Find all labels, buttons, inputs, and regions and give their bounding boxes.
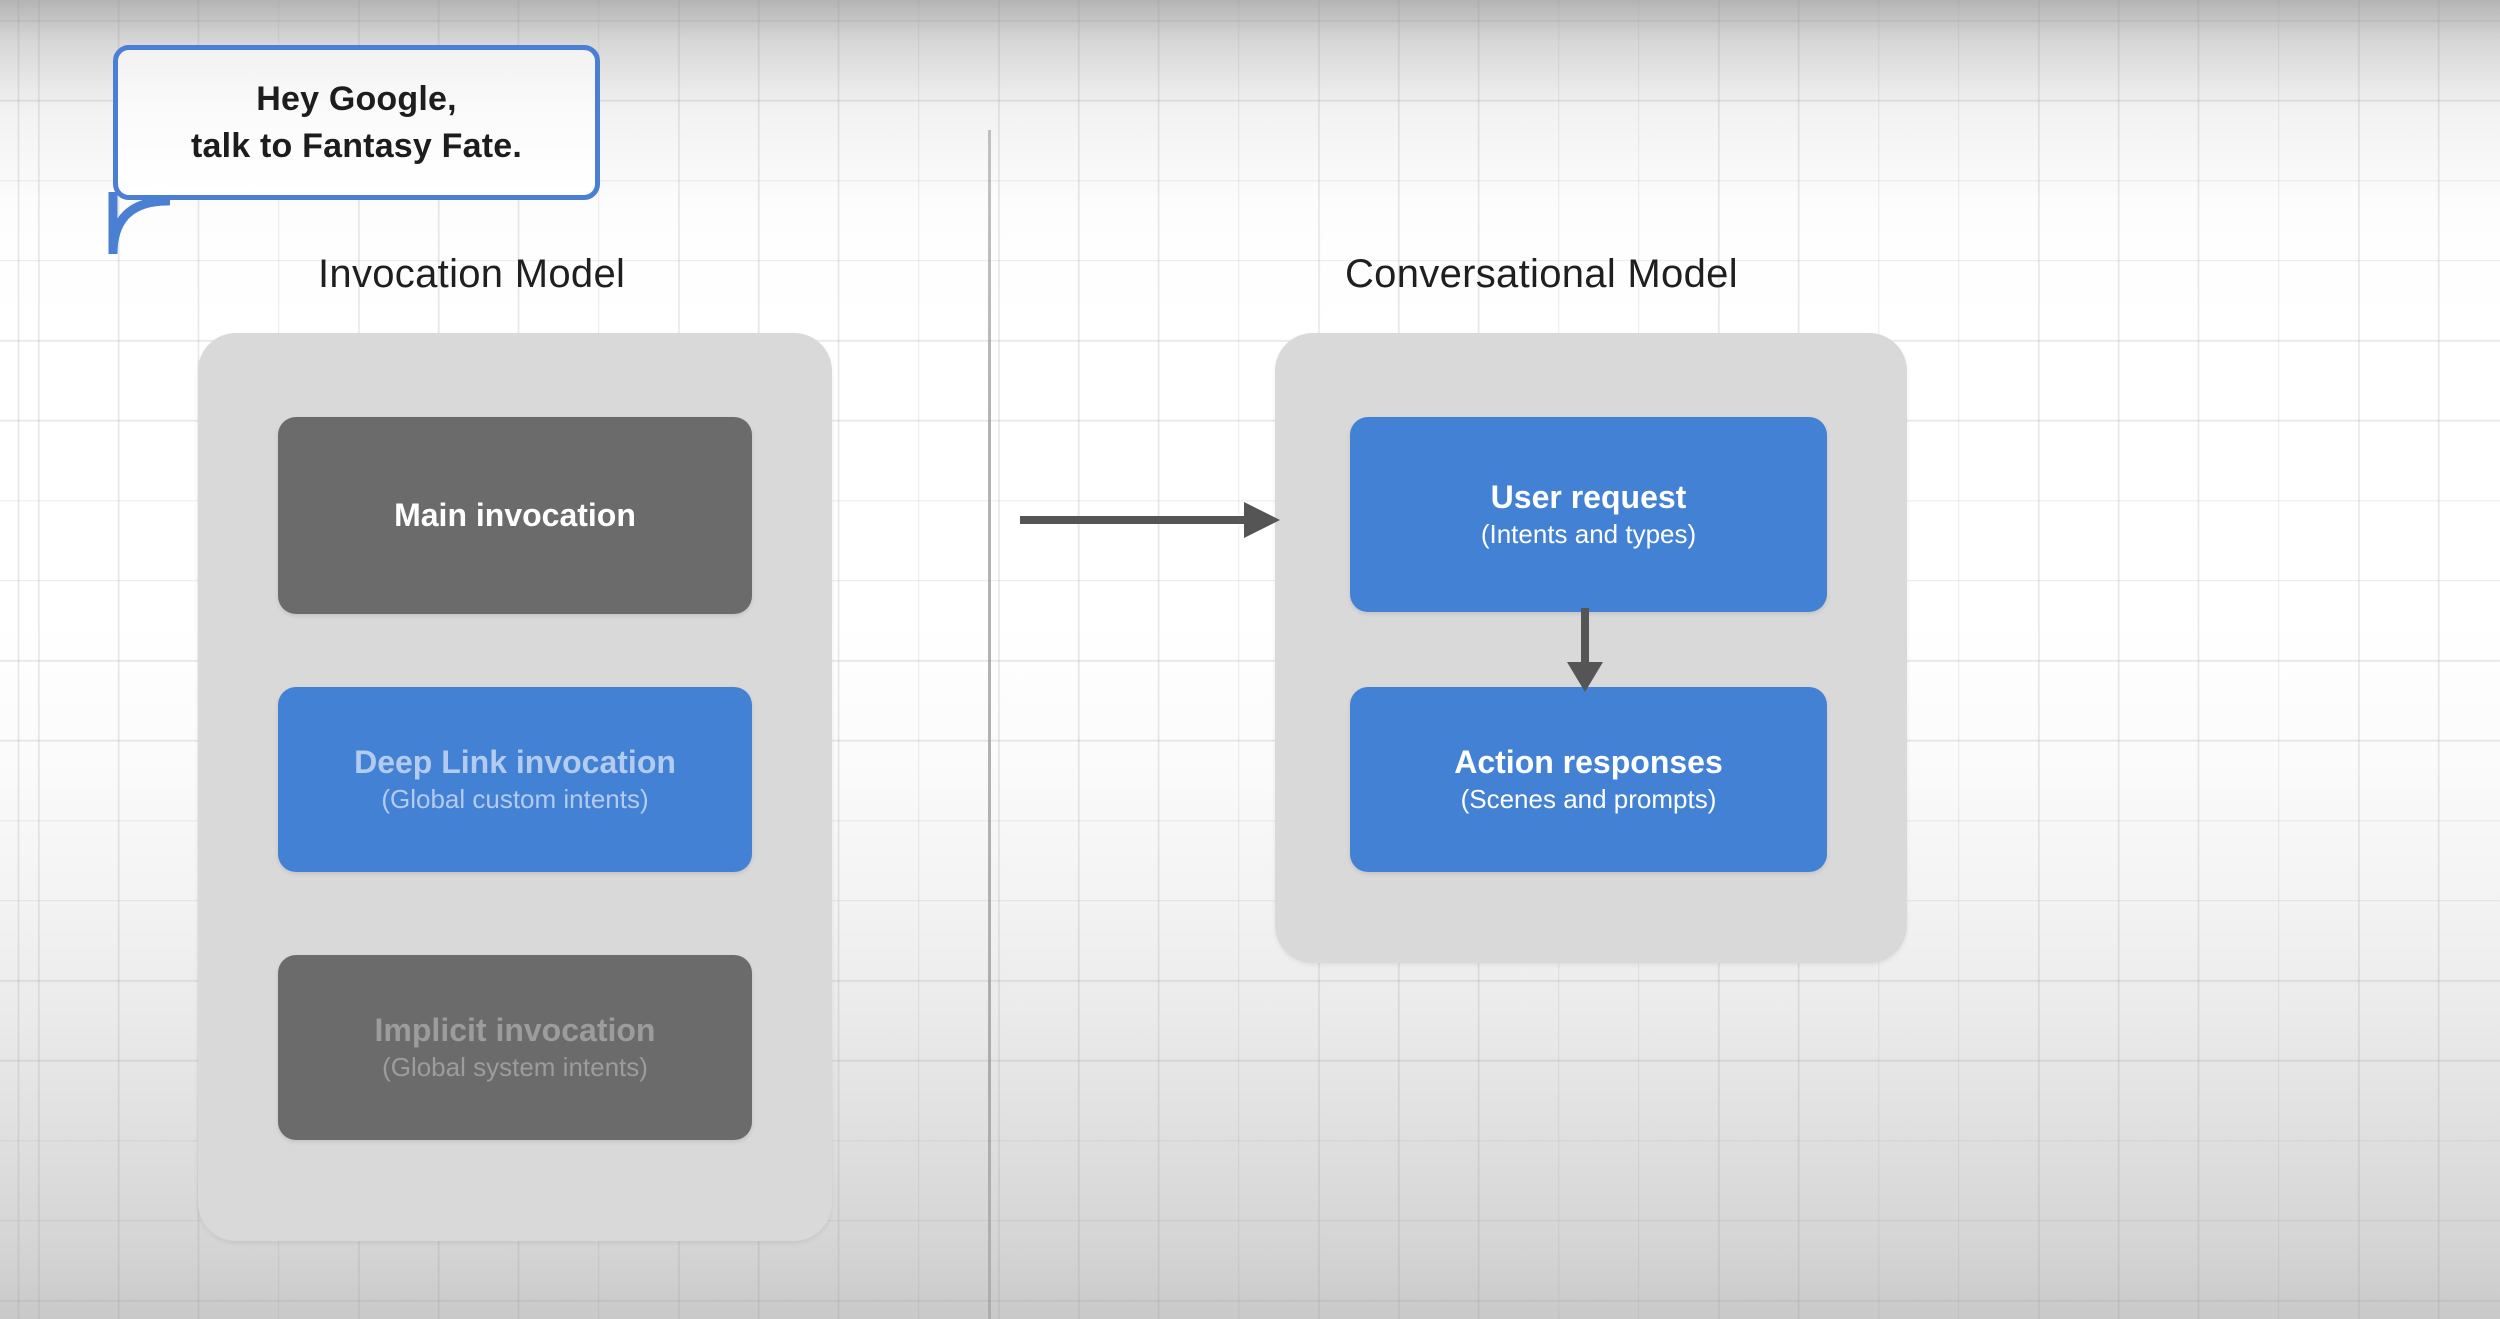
card-main-invocation[interactable]: Main invocation [278,417,752,614]
card-action-responses[interactable]: Action responses (Scenes and prompts) [1350,687,1827,872]
card-subtitle: (Scenes and prompts) [1460,783,1717,814]
card-deep-link-invocation[interactable]: Deep Link invocation (Global custom inte… [278,687,752,872]
speech-bubble-line-1: Hey Google, [256,80,457,119]
card-subtitle: (Intents and types) [1480,518,1697,549]
card-subtitle: (Global custom intents) [381,783,649,814]
invocation-model-title: Invocation Model [318,252,626,296]
card-user-request[interactable]: User request (Intents and types) [1350,417,1827,612]
card-title: Implicit invocation [374,1012,656,1048]
card-title: Action responses [1454,744,1723,780]
card-implicit-invocation[interactable]: Implicit invocation (Global system inten… [278,955,752,1140]
conversational-model-title: Conversational Model [1345,252,1738,296]
speech-bubble-tail-icon [108,192,170,255]
arrow-down-icon [1567,608,1603,692]
arrow-right-icon [1020,502,1280,538]
card-subtitle: (Global system intents) [382,1051,648,1082]
speech-bubble-line-2: talk to Fantasy Fate. [190,126,523,165]
vertical-divider [988,130,991,1319]
card-title: Main invocation [394,497,636,534]
speech-bubble-body: Hey Google, talk to Fantasy Fate. [113,45,600,200]
card-title: Deep Link invocation [354,744,676,780]
card-title: User request [1490,479,1687,515]
speech-bubble: Hey Google, talk to Fantasy Fate. [108,45,600,255]
